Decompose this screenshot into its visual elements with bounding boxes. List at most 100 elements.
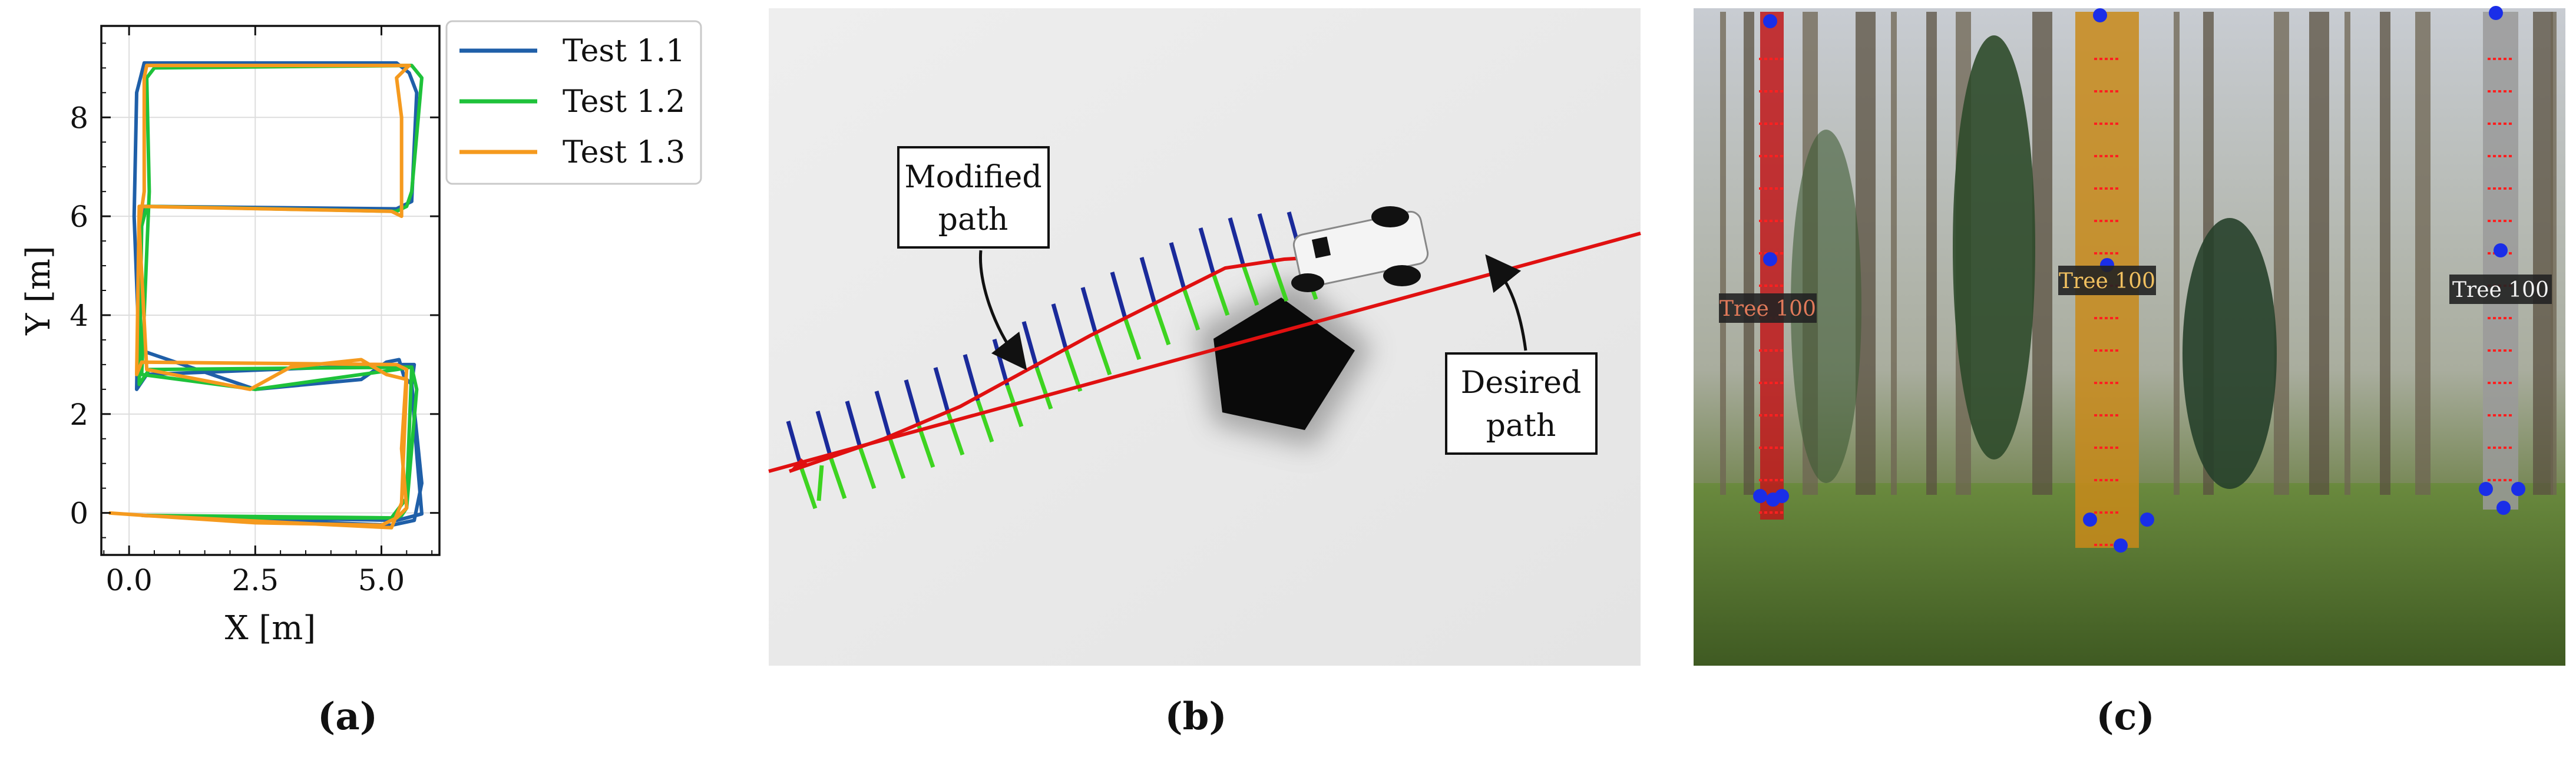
series-line-test-1-1 — [132, 61, 424, 527]
y-tick-label-0: 0 — [70, 497, 88, 531]
normal-vector-lower — [1064, 349, 1083, 392]
plot-frame — [100, 25, 441, 556]
normal-vector-upper — [933, 367, 951, 414]
normal-vector-upper — [904, 379, 921, 427]
x-tick-label-2: 5.0 — [358, 563, 405, 597]
legend-label-test-1-1: Test 1.1 — [563, 34, 685, 69]
panel-label-b: (b) — [1165, 695, 1226, 739]
tree-keypoints — [1753, 6, 2525, 553]
normal-vector-upper — [1198, 227, 1216, 275]
background-tree-trunk — [2551, 12, 2557, 495]
y-tick-label-1: 2 — [70, 398, 88, 432]
normal-vector-lower — [816, 465, 824, 501]
plot-series-layer — [108, 61, 424, 530]
normal-vector-lower — [828, 456, 847, 500]
series-line-test-1-3 — [108, 64, 411, 530]
ivy-foliage — [1791, 35, 2277, 489]
y-tick-label-3: 6 — [70, 200, 88, 234]
legend-label-test-1-2: Test 1.2 — [563, 84, 685, 120]
normal-vector-lower — [1093, 332, 1112, 376]
normal-vector-upper — [845, 401, 862, 448]
background-tree-trunk — [2380, 12, 2390, 495]
tree-keypoint — [2093, 8, 2107, 22]
tree-keypoint — [1775, 489, 1789, 503]
normal-vector-lower — [1270, 259, 1289, 302]
tree-keypoint — [1763, 252, 1777, 266]
detected-tree-right — [2483, 12, 2518, 510]
panel-c-tree-detection-image: Tree 100 Tree 100 Tree 100 — [1694, 6, 2565, 666]
normal-vector-upper — [1080, 287, 1098, 334]
normal-vector-lower — [975, 399, 994, 443]
plot-legend: Test 1.1 Test 1.2 Test 1.3 — [445, 20, 702, 185]
background-tree-trunk — [2415, 12, 2430, 495]
series-line-test-1-2 — [137, 64, 424, 520]
normal-vector-upper — [1257, 213, 1275, 260]
plot-grid — [101, 26, 439, 555]
normal-vector-upper — [815, 411, 833, 458]
panel-b-path-planning-image: Modified path Desired path — [768, 8, 1641, 666]
background-tree-trunk — [1891, 12, 1897, 495]
panel-label-a: (a) — [318, 695, 378, 739]
tree-label-center: Tree 100 — [2058, 266, 2156, 295]
y-tick-label-2: 4 — [70, 299, 88, 333]
normal-vector-upper — [963, 354, 980, 401]
normal-vector-lower — [1152, 302, 1171, 346]
legend-label-test-1-3: Test 1.3 — [563, 135, 685, 170]
background-tree-trunk — [1926, 12, 1937, 495]
background-trees — [1720, 12, 2557, 495]
normal-vector-lower — [1241, 263, 1259, 306]
y-axis-label: Y [m] — [19, 246, 58, 336]
callout-modified-line-2: path — [938, 202, 1008, 237]
panel-label-c: (c) — [2096, 695, 2155, 739]
svg-text:Tree 100: Tree 100 — [2452, 278, 2549, 302]
normal-vector-upper — [1110, 272, 1127, 319]
tree-keypoint — [1763, 14, 1777, 28]
normal-vector-lower — [799, 466, 818, 510]
normal-vector-lower — [1034, 366, 1053, 410]
tree-keypoint — [2511, 482, 2525, 496]
background-tree-trunk — [2344, 12, 2350, 495]
background-tree-trunk — [2309, 12, 2329, 495]
normal-vector-upper — [1139, 257, 1157, 304]
normal-vector-upper — [786, 421, 803, 468]
normal-vector-upper — [1051, 303, 1069, 351]
background-tree-trunk — [1744, 12, 1754, 495]
normal-vector-lower — [1182, 287, 1201, 331]
y-tick-label-4: 8 — [70, 101, 88, 135]
callout-desired-line-1: Desired — [1461, 365, 1582, 401]
normal-vector-lower — [1123, 317, 1142, 361]
path-start-arrow — [789, 458, 808, 471]
svg-text:Tree 100: Tree 100 — [2059, 269, 2155, 293]
background-tree-trunk — [2032, 12, 2052, 495]
tree-keypoint — [2083, 513, 2097, 527]
normal-vector-upper — [1169, 242, 1186, 289]
tree-keypoint — [2489, 6, 2503, 20]
normal-vector-lower — [858, 446, 877, 490]
normal-vector-lower — [917, 425, 935, 468]
background-tree-trunk — [1720, 12, 1726, 495]
normal-vector-lower — [887, 436, 906, 480]
x-tick-label-0: 0.0 — [105, 563, 153, 597]
legend-box — [445, 20, 702, 185]
normal-vector-upper — [874, 391, 892, 438]
tree-label-right: Tree 100 — [2449, 275, 2552, 304]
callout-desired-path: Desired path — [1445, 254, 1598, 455]
tree-keypoint — [2140, 513, 2154, 527]
tree-label-left: Tree 100 — [1719, 293, 1817, 323]
normal-vector-upper — [1021, 321, 1039, 368]
robot-vehicle — [1291, 206, 1429, 292]
callout-modified-line-1: Modified — [904, 160, 1041, 195]
tree-keypoint — [1753, 489, 1767, 503]
background-tree-trunk — [2533, 12, 2553, 495]
svg-text:Tree 100: Tree 100 — [1719, 297, 1816, 321]
x-axis-label: X [m] — [225, 609, 316, 647]
callout-modified-path: Modified path — [897, 146, 1050, 371]
tree-keypoint — [2479, 482, 2493, 496]
tree-keypoint — [2114, 538, 2128, 553]
tree-keypoint — [2494, 243, 2508, 257]
tree-keypoint — [2496, 501, 2511, 515]
background-tree-trunk — [2174, 12, 2180, 495]
